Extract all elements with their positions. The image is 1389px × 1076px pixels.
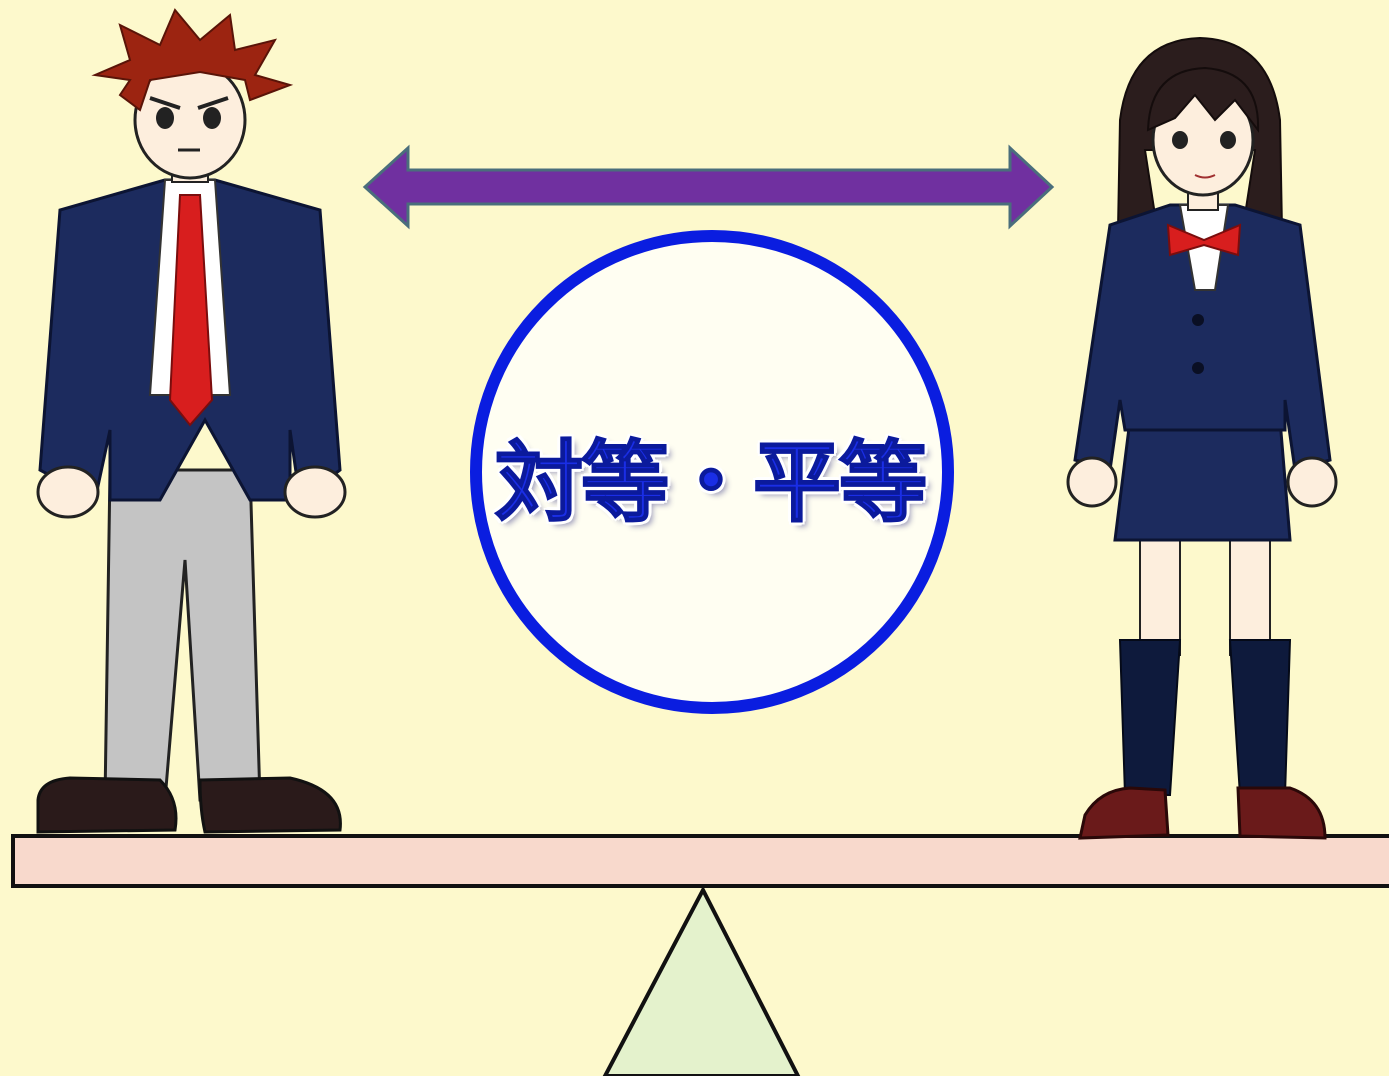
equality-caption: 対等・平等: [494, 430, 928, 535]
double-arrow-icon: [362, 144, 1055, 230]
girl-student-figure: [1066, 36, 1338, 840]
boy-student-figure: [36, 8, 347, 834]
equality-circle: [470, 230, 954, 714]
fulcrum-triangle: [602, 885, 801, 1076]
seesaw-plank: [11, 834, 1389, 888]
